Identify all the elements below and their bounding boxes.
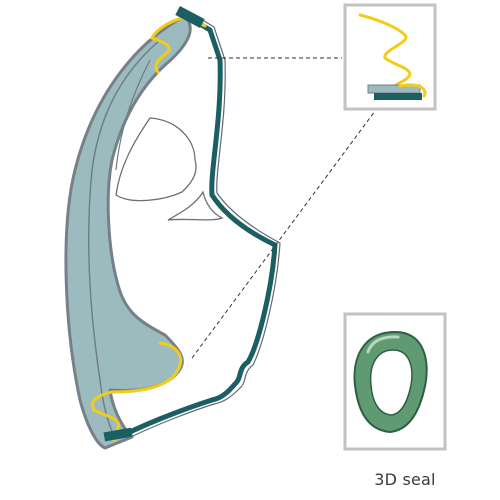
face-outline (115, 117, 197, 202)
mask-skirt-profile (64, 14, 192, 450)
skirt-inner-line (88, 39, 161, 441)
mask-frame-outline (132, 9, 281, 437)
skirt-inner-line-2 (115, 59, 151, 171)
bottom-frame-tab (103, 427, 133, 442)
zoom-frame-strip (374, 93, 422, 100)
mask-frame (127, 11, 278, 435)
top-frame-tab (175, 6, 205, 28)
seal-ring-inner (369, 349, 413, 416)
nose-outline (167, 190, 224, 221)
zoom-seal-line (358, 13, 412, 94)
callout-line-diagonal (191, 110, 376, 359)
zoom-seal-hook (398, 83, 427, 98)
seal-ring-highlight (366, 335, 400, 354)
chin-seal-line (90, 341, 183, 442)
seal-caption: 3D seal (374, 470, 436, 489)
